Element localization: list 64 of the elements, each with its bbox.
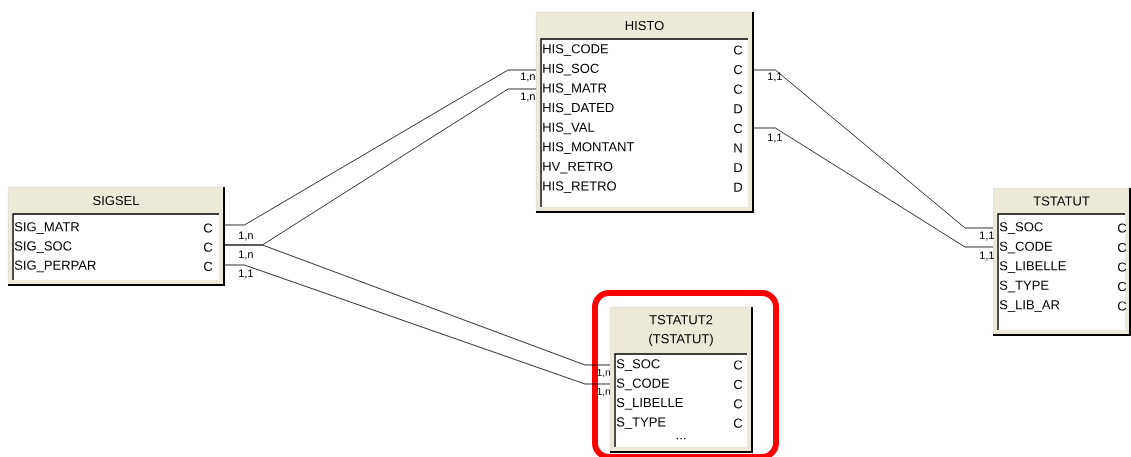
field-type: C [733,65,743,75]
field-name: S_CODE [999,241,1053,254]
cardinality-label: 1,n [521,92,535,102]
field-name: S_TYPE [999,280,1049,293]
field-type: C [204,261,213,271]
field-type: C [204,242,213,252]
field-name: HIS_CODE [543,44,609,56]
table [609,306,753,453]
cardinality-label: 1,1 [239,269,253,279]
field-type: D [734,104,743,114]
table [535,11,754,213]
table [992,187,1131,336]
ellipsis: ... [676,437,686,440]
relationship-line [224,69,537,226]
relationship-line [224,264,611,385]
cardinality-label: 1,n [521,72,535,82]
field-name: S_LIBELLE [999,261,1066,273]
field-type: C [733,123,743,133]
field-type: C [733,379,743,389]
cardinality-label: 1,1 [768,72,782,82]
field-name: S_SOC [999,222,1043,234]
table-title: TSTATUT2 (TSTATUT) [649,315,713,346]
field-name: HIS_SOC [543,63,599,76]
field-type: C [1117,281,1127,292]
field-type: C [733,360,743,370]
field-type: C [204,223,213,233]
relationship-line [753,127,994,248]
field-type: C [1117,242,1127,253]
field-name: HIS_DATED [543,102,614,115]
cardinality-label: 1,1 [768,133,782,143]
field-name: HIS_MATR [543,83,607,96]
field-name: SIG_SOC [14,241,72,254]
field-name: HIS_MONTANT [543,142,635,154]
field-type: C [733,84,743,94]
field-name: S_LIB_AR [999,300,1060,312]
cardinality-label: 1,n [239,231,253,241]
field-type: N [734,143,742,153]
field-name: SIG_PERPAR [14,260,96,273]
field-type: D [734,163,743,173]
cardinality-label: 1,1 [980,231,994,241]
highlight-box [592,290,779,457]
field-type: C [1117,301,1127,311]
table-title: HISTO [625,20,664,31]
table [7,186,225,286]
field-name: SIG_MATR [14,222,80,234]
field-name: HIS_VAL [543,122,595,135]
table-title: TSTATUT [1033,196,1090,206]
field-name: HV_RETRO [543,161,613,174]
field-name: HIS_RETRO [543,181,616,194]
field-name: S_TYPE [616,417,666,429]
field-type: C [733,418,743,428]
field-name: S_CODE [616,378,670,391]
field-type: D [734,182,743,192]
field-type: C [733,45,743,55]
relationship-line [753,69,994,229]
field-name: S_SOC [616,359,660,371]
field-name: S_LIBELLE [616,397,683,410]
relationship-line [224,244,611,366]
field-type: C [1117,223,1127,233]
field-type: C [733,399,743,409]
table-title: SIGSEL [93,195,140,206]
field-type: C [1117,262,1127,272]
cardinality-label: 1,n [239,250,253,260]
cardinality-label: 1,1 [980,251,994,261]
